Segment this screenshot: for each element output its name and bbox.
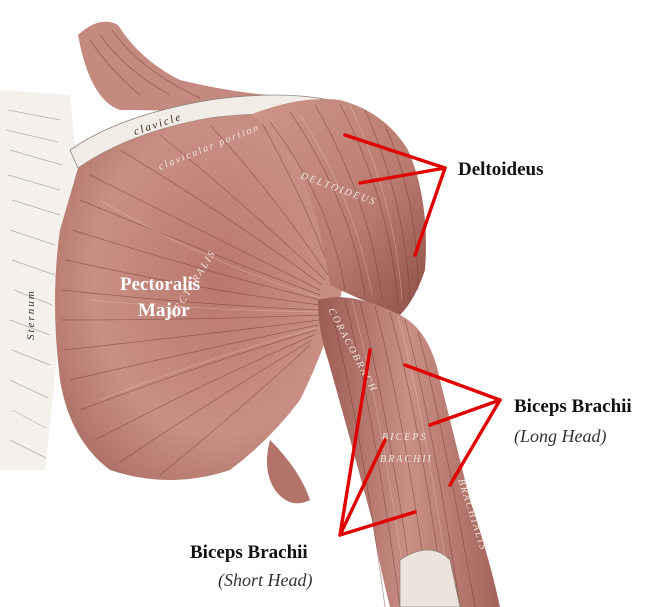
axilla-fold xyxy=(267,440,310,503)
pectoralis-label-line1: Pectoralis xyxy=(120,274,200,295)
biceps-engraved-label-1: BICEPS xyxy=(382,432,427,443)
upper-arm-muscles: CORACOBRACH BICEPS BRACHII BRACHIALIS xyxy=(318,297,500,607)
biceps-short-head-subtitle: (Short Head) xyxy=(218,570,312,591)
pectoralis-label-line2: Major xyxy=(138,300,190,321)
biceps-engraved-label-2: BRACHII xyxy=(380,454,433,465)
sternum-engraved-label: Sternum xyxy=(25,289,37,340)
biceps-long-head-subtitle: (Long Head) xyxy=(514,426,607,447)
biceps-long-head-title: Biceps Brachii xyxy=(514,396,632,417)
deltoideus-label: Deltoideus xyxy=(458,159,544,180)
biceps-short-head-title: Biceps Brachii xyxy=(190,542,308,563)
